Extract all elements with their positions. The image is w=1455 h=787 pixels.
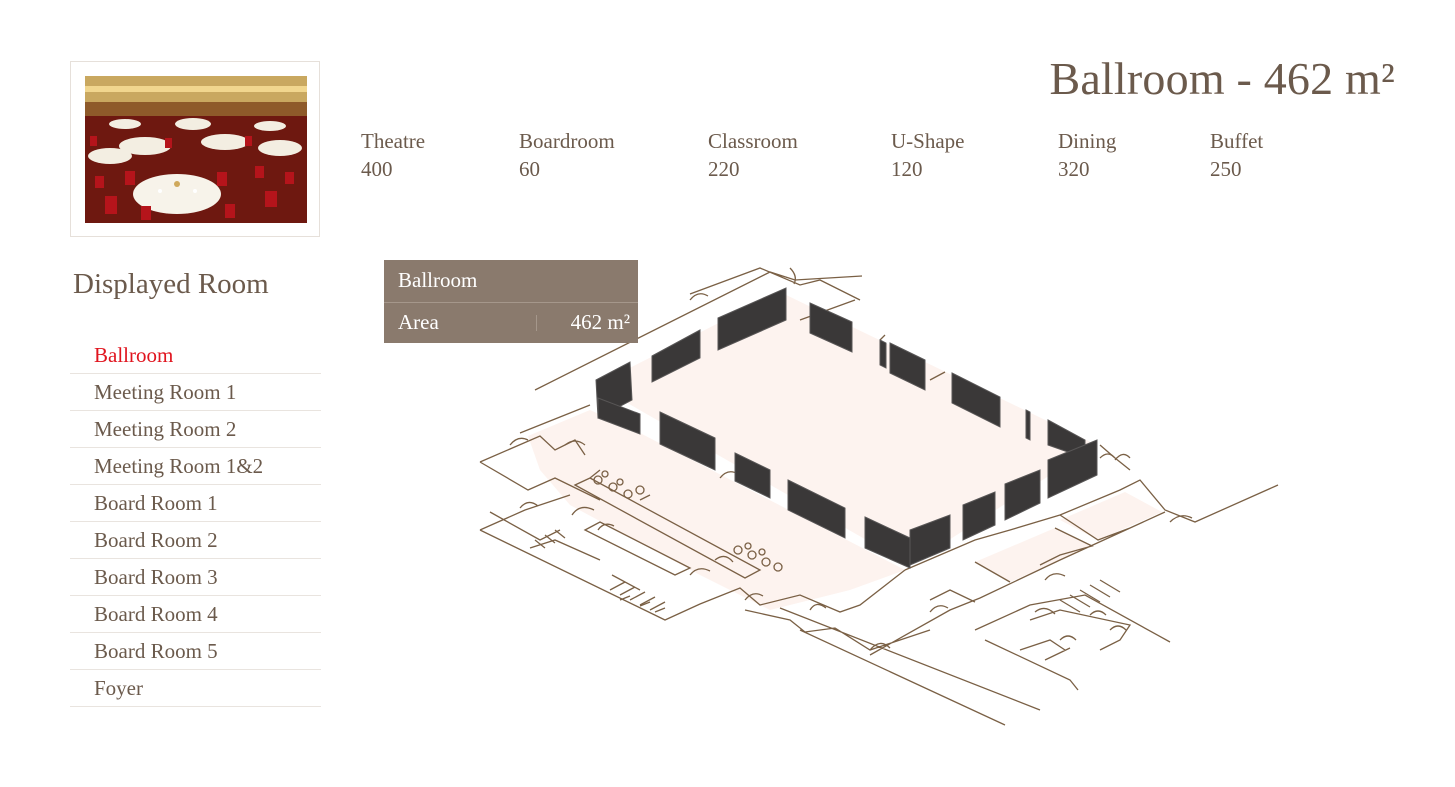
capacity-label: Dining — [1058, 129, 1117, 153]
room-item-board-room-5[interactable]: Board Room 5 — [70, 633, 321, 670]
door-arcs — [509, 267, 1193, 651]
divider — [536, 315, 537, 331]
side-room-area — [975, 528, 1092, 582]
room-item-meeting-room-1-2[interactable]: Meeting Room 1&2 — [70, 448, 321, 485]
room-info-box: Ballroom Area 462 m² — [384, 260, 638, 343]
room-photo-frame — [70, 61, 320, 237]
capacity-dining: Dining 320 — [1058, 127, 1116, 183]
room-item-board-room-1[interactable]: Board Room 1 — [70, 485, 321, 522]
capacity-value: 400 — [361, 157, 393, 181]
room-item-board-room-2[interactable]: Board Room 2 — [70, 522, 321, 559]
capacity-label: U-Shape — [891, 129, 965, 153]
capacity-label: Classroom — [708, 129, 798, 153]
room-item-board-room-3[interactable]: Board Room 3 — [70, 559, 321, 596]
capacity-value: 320 — [1058, 157, 1090, 181]
capacity-label: Theatre — [361, 129, 426, 153]
capacity-boardroom: Boardroom 60 — [519, 127, 615, 183]
room-item-board-room-4[interactable]: Board Room 4 — [70, 596, 321, 633]
room-list: Ballroom Meeting Room 1 Meeting Room 2 M… — [70, 337, 321, 707]
divider — [384, 302, 638, 303]
page-title: Ballroom - 462 m² — [1049, 53, 1395, 104]
floor-plan[interactable] — [470, 262, 1290, 737]
area-value: 462 m² — [570, 310, 630, 334]
capacity-u-shape: U-Shape 120 — [891, 127, 964, 183]
capacity-label: Boardroom — [519, 129, 615, 153]
side-room-area-2 — [1060, 492, 1162, 540]
capacity-theatre: Theatre 400 — [361, 127, 425, 183]
partition-walls — [595, 287, 1098, 569]
fixtures — [593, 470, 783, 572]
capacity-buffet: Buffet 250 — [1210, 127, 1263, 183]
capacity-classroom: Classroom 220 — [708, 127, 798, 183]
capacity-value: 120 — [891, 157, 923, 181]
capacity-label: Buffet — [1210, 129, 1264, 153]
sidebar-title: Displayed Room — [73, 268, 269, 300]
capacity-value: 250 — [1210, 157, 1242, 181]
room-item-meeting-room-2[interactable]: Meeting Room 2 — [70, 411, 321, 448]
area-label: Area — [398, 310, 439, 334]
plan-outline — [479, 267, 1279, 726]
stairs — [534, 529, 1121, 613]
room-item-foyer[interactable]: Foyer — [70, 670, 321, 707]
info-box-title: Ballroom — [398, 268, 478, 292]
ballroom-floor — [596, 292, 1097, 565]
room-item-meeting-room-1[interactable]: Meeting Room 1 — [70, 374, 321, 411]
foyer-area — [528, 410, 905, 610]
ballroom-photo — [85, 76, 307, 223]
room-item-ballroom[interactable]: Ballroom — [70, 337, 321, 374]
capacity-value: 220 — [708, 157, 740, 181]
capacity-value: 60 — [519, 157, 540, 181]
